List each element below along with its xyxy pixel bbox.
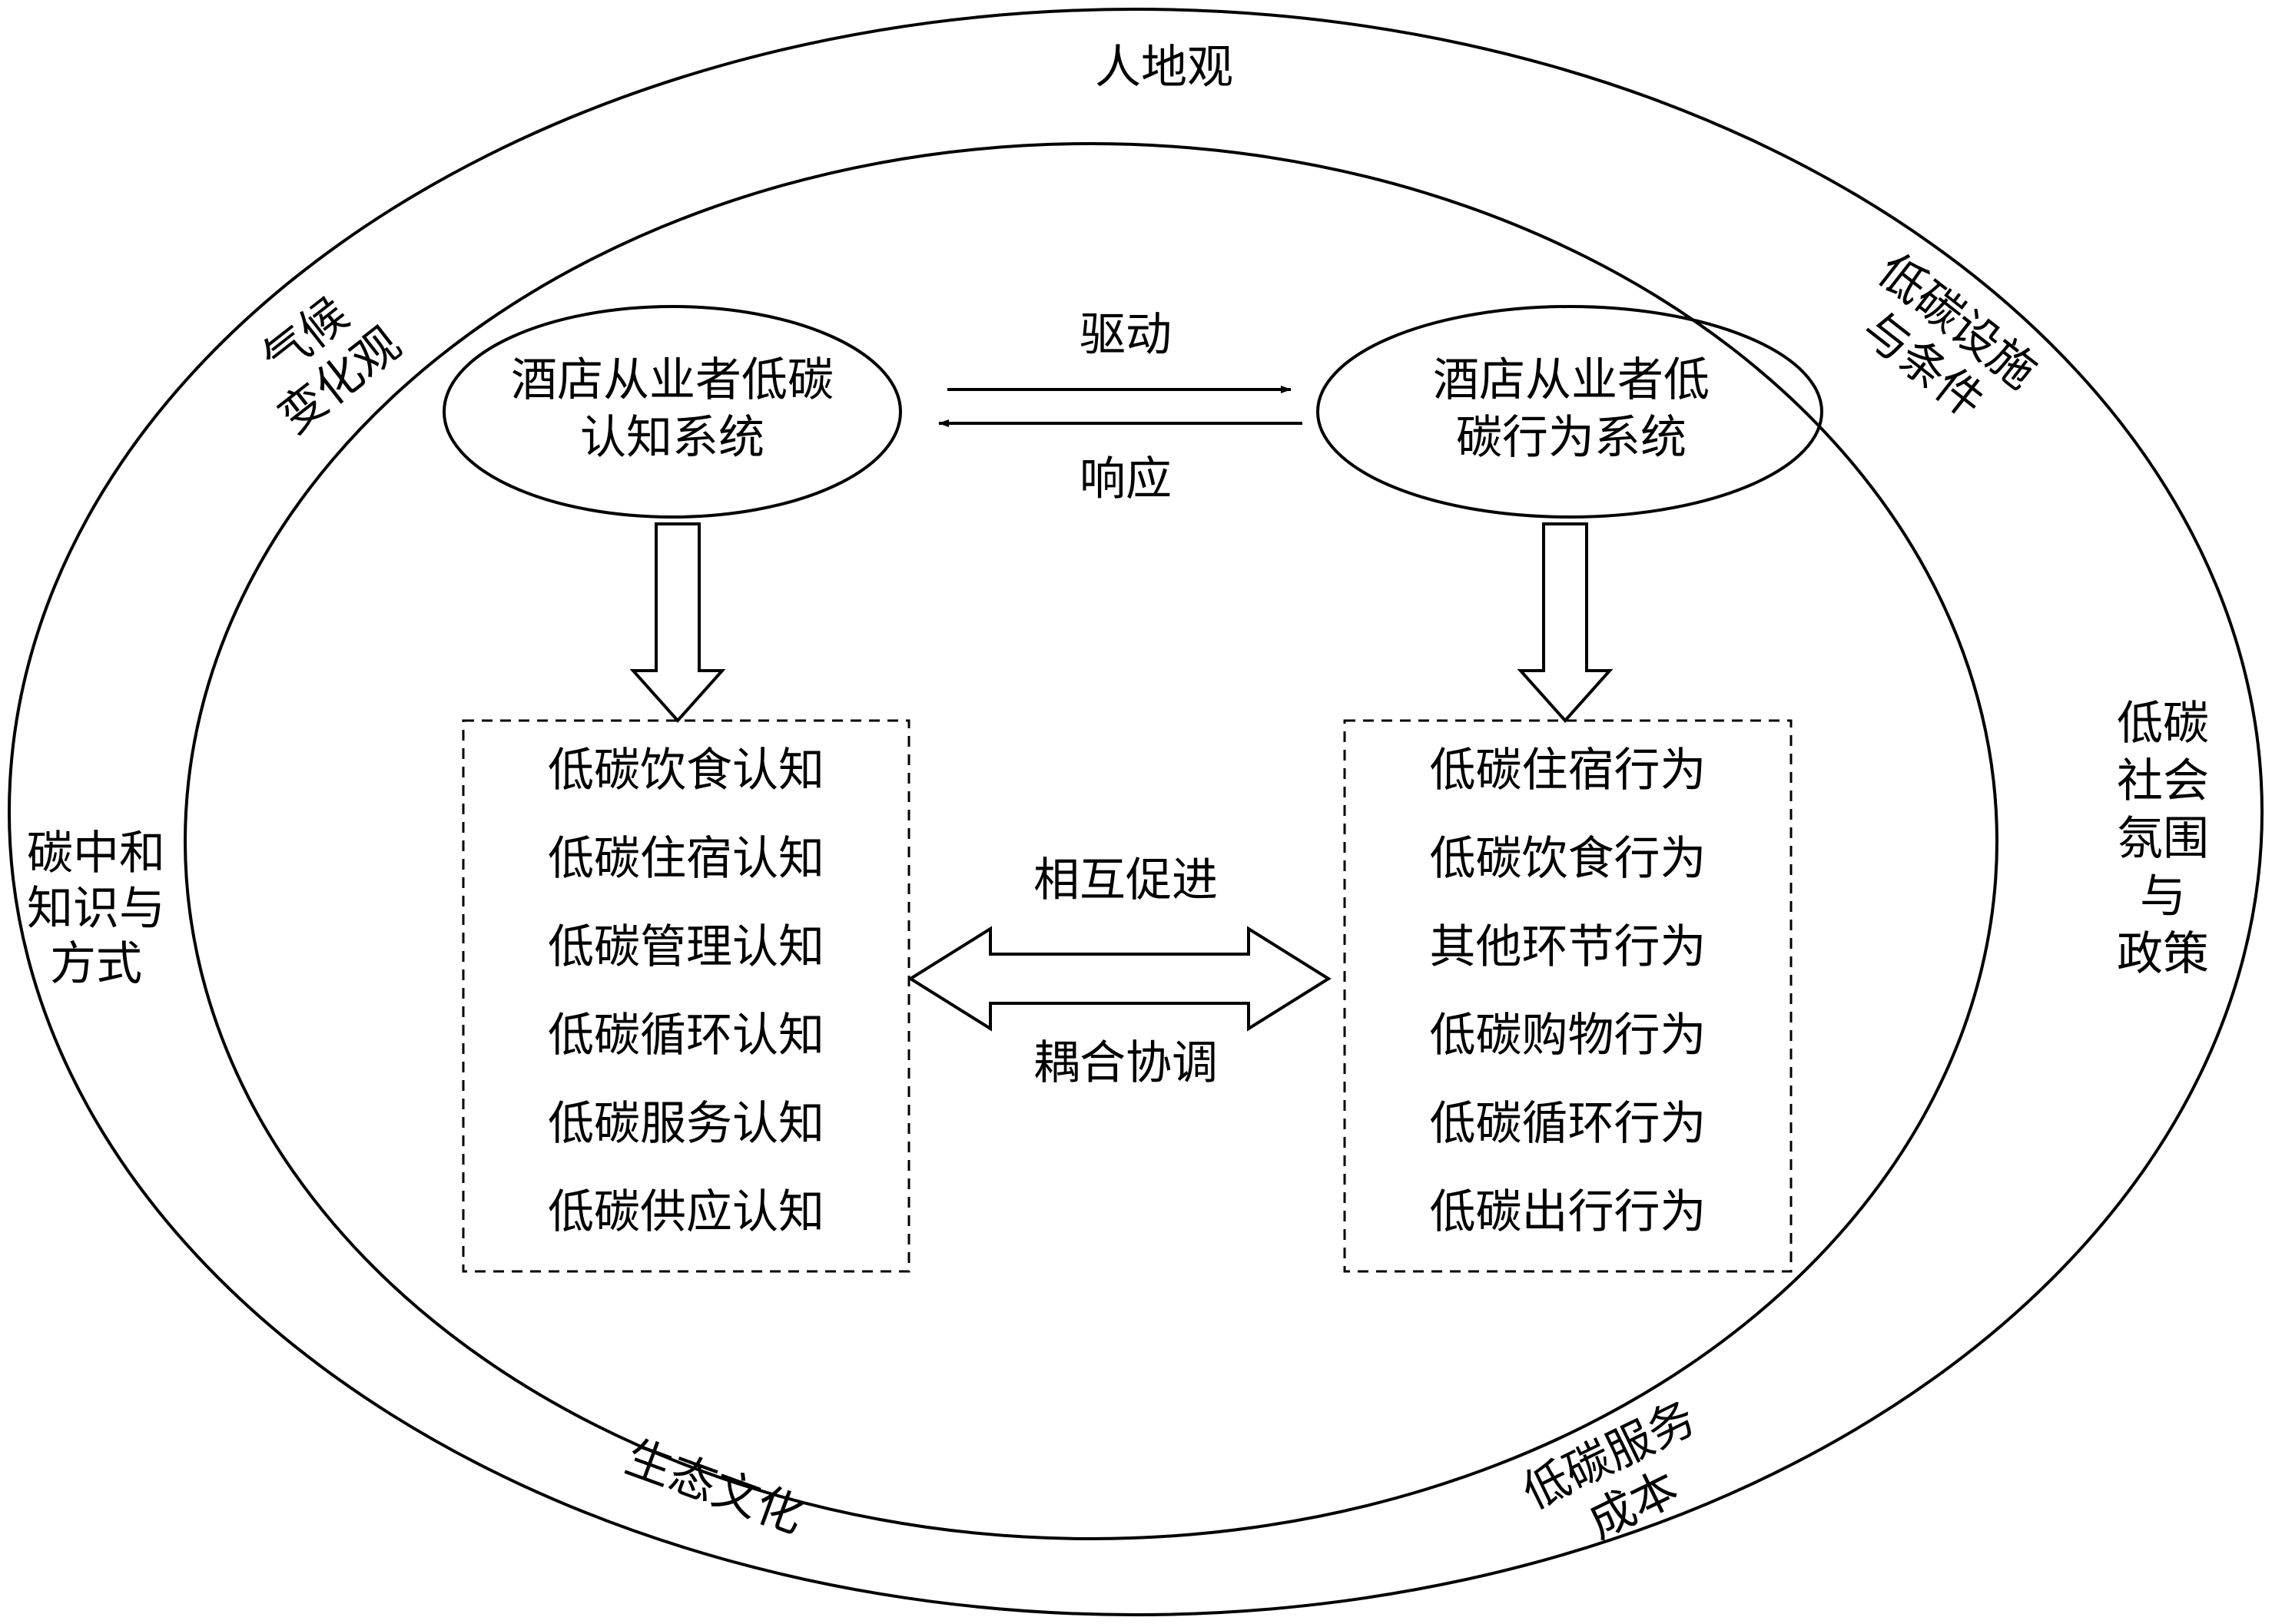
- behavior-item: 低碳出行行为: [1429, 1185, 1706, 1239]
- label-right-line1: 低碳: [2117, 697, 2209, 751]
- label-right-line2: 社会: [2117, 754, 2209, 808]
- outer-ellipse: [8, 8, 2264, 1616]
- behavior-items-list: 低碳住宿行为 低碳饮食行为 其他环节行为 低碳购物行为 低碳循环行为 低碳出行行…: [1345, 727, 1791, 1257]
- cognition-item: 低碳服务认知: [548, 1097, 824, 1151]
- cognition-items-list: 低碳饮食认知 低碳住宿认知 低碳管理认知 低碳循环认知 低碳服务认知 低碳供应认…: [463, 727, 909, 1257]
- response-label: 响应: [1080, 452, 1172, 506]
- behavior-item: 低碳住宿行为: [1429, 744, 1706, 797]
- drive-label: 驱动: [1080, 308, 1172, 362]
- label-right: 低碳 社会 氛围 与 政策: [2090, 695, 2236, 983]
- label-right-line4: 与: [2140, 870, 2186, 923]
- cognition-item: 低碳供应认知: [548, 1185, 824, 1239]
- label-left-line1: 碳中和: [27, 827, 165, 880]
- label-right-line3: 氛围: [2117, 812, 2209, 866]
- label-right-line5: 政策: [2117, 927, 2209, 981]
- cognition-system-line2: 认知系统: [580, 411, 765, 465]
- mutual-double-arrow: [907, 926, 1332, 1032]
- label-left-line2: 知识与: [27, 882, 165, 936]
- promote-label: 相互促进: [1033, 853, 1218, 907]
- cognition-down-arrow: [629, 522, 726, 724]
- label-top: 人地观: [1095, 41, 1233, 94]
- behavior-item: 低碳循环行为: [1429, 1097, 1706, 1151]
- behavior-item: 低碳购物行为: [1429, 1009, 1706, 1062]
- behavior-system-line2: 碳行为系统: [1456, 411, 1687, 465]
- coordinate-label: 耦合协调: [1033, 1036, 1218, 1090]
- behavior-item: 其他环节行为: [1429, 920, 1706, 974]
- behavior-down-arrow: [1517, 522, 1614, 724]
- label-left: 碳中和 知识与 方式: [19, 826, 173, 992]
- cognition-items-box: [462, 719, 910, 1273]
- behavior-system-ellipse: [1316, 305, 1823, 519]
- behavior-system-title: 酒店从业者低 碳行为系统: [1371, 352, 1771, 467]
- behavior-item: 低碳饮食行为: [1429, 832, 1706, 886]
- cognition-item: 低碳管理认知: [548, 920, 824, 974]
- cognition-item: 低碳循环认知: [548, 1009, 824, 1062]
- label-left-line3: 方式: [50, 937, 142, 991]
- cognition-system-ellipse: [443, 305, 902, 519]
- cognition-system-line1: 酒店从业者低碳: [511, 353, 834, 407]
- behavior-system-line1: 酒店从业者低: [1433, 353, 1710, 407]
- cognition-item: 低碳住宿认知: [548, 832, 824, 886]
- cognition-item: 低碳饮食认知: [548, 744, 824, 797]
- cognition-system-title: 酒店从业者低碳 认知系统: [473, 352, 872, 467]
- behavior-items-box: [1343, 719, 1793, 1273]
- inner-ellipse: [184, 142, 1998, 1540]
